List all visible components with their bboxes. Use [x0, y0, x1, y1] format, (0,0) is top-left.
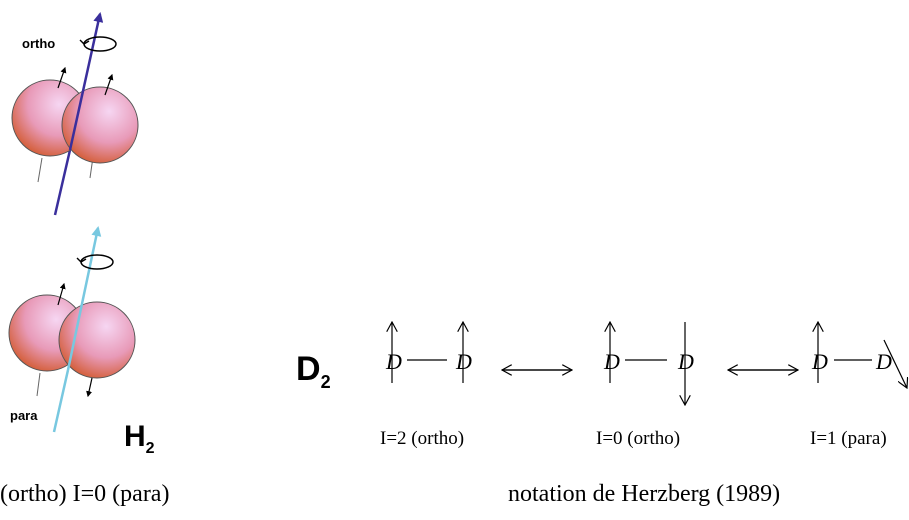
ortho-rotation-icon [83, 36, 117, 52]
state-label: I=2 (ortho) [380, 428, 465, 449]
state-label: I=0 (ortho) [596, 428, 681, 449]
d-atom-glyph: D [604, 349, 620, 374]
ortho-atom-right [61, 86, 139, 164]
right-caption: notation de Herzberg (1989) [508, 481, 781, 507]
d2-state-2 [610, 322, 685, 405]
para-h2-molecule [8, 226, 136, 433]
d-atom-glyph: D [876, 349, 892, 374]
ortho-h2-molecule [11, 12, 139, 216]
ortho-label: ortho [22, 36, 56, 51]
para-label: para [10, 408, 38, 423]
para-rotation-icon [80, 254, 114, 270]
d-atom-glyph: D [812, 349, 828, 374]
para-rotation-axis [66, 226, 102, 371]
h2-molecule-label: H2 [124, 420, 155, 457]
d2-state-1 [392, 322, 463, 383]
d-atom-glyph: D [678, 349, 694, 374]
state-label: I=1 (para) [810, 428, 887, 449]
d-atom-glyph: D [456, 349, 472, 374]
left-caption: (ortho) I=0 (para) [0, 481, 170, 507]
d2-molecule-label: D2 [296, 350, 331, 392]
d-atom-glyph: D [386, 349, 402, 374]
para-atom-right [58, 301, 136, 379]
d2-state-3 [818, 322, 907, 388]
